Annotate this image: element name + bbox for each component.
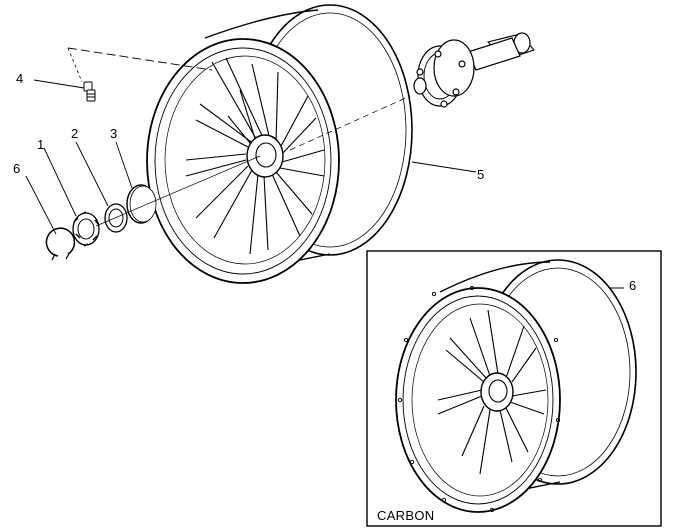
callout-label-1: 1 (37, 137, 45, 152)
leader-lines (25, 79, 624, 289)
callout-label-5: 5 (477, 167, 485, 182)
main-wheel-spokes (185, 57, 325, 255)
inset-caption-carbon: CARBON (377, 508, 435, 523)
carbon-wheel (395, 259, 637, 513)
main-wheel (146, 4, 413, 284)
seal-part-3 (126, 184, 157, 224)
callout-label-6-inset: 6 (629, 278, 637, 293)
callout-label-3: 3 (110, 126, 118, 141)
callout-label-6-main: 6 (13, 161, 21, 176)
main-wheel-hub (246, 134, 284, 178)
callout-label-2: 2 (71, 126, 79, 141)
spacer-part-2 (104, 203, 128, 233)
callout-label-4: 4 (16, 71, 24, 86)
circlip-part-6 (45, 227, 76, 261)
inset-frame (366, 250, 662, 527)
hub-axle-part-5 (413, 32, 535, 108)
valve-part-4 (83, 81, 96, 102)
bearing-part-1 (72, 211, 100, 247)
